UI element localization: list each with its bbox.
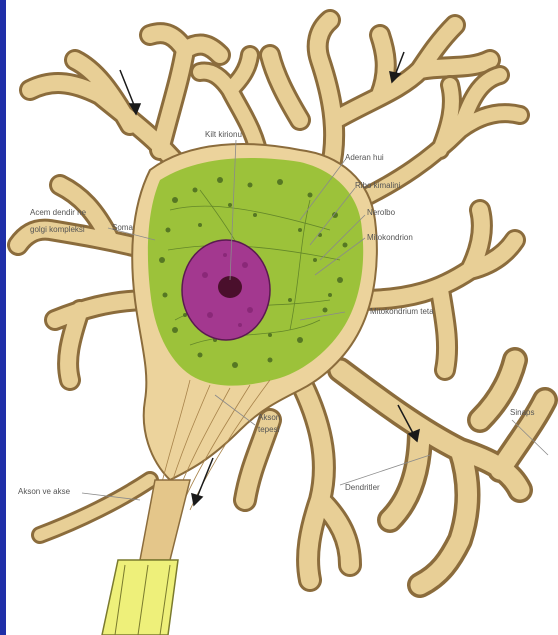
label-microtubule: Mitokondrion	[367, 233, 413, 242]
label-axon: Akson ve akse	[18, 487, 71, 496]
label-mitochondria: Mitokondrium teta	[370, 307, 434, 316]
label-axon-hillock: Akson	[258, 413, 280, 422]
arrow-head	[192, 494, 202, 505]
label-neurofibril: Nerolbo	[367, 208, 396, 217]
label-soma: Soma	[112, 223, 133, 232]
label-axon-hillock-2: tepesi	[258, 425, 280, 434]
label-ribosomes: Ribo kimalini	[355, 181, 401, 190]
label-dendrites: Dendritler	[345, 483, 380, 492]
label-synapse: Sinaps	[510, 408, 534, 417]
label-nissl: Aderan hui	[345, 153, 384, 162]
label-dendrite-left: Acem dendir ne	[30, 208, 87, 217]
label-nucleolus: Kilt kirionu	[205, 130, 242, 139]
label-golgi: golgi kompleksi	[30, 225, 85, 234]
